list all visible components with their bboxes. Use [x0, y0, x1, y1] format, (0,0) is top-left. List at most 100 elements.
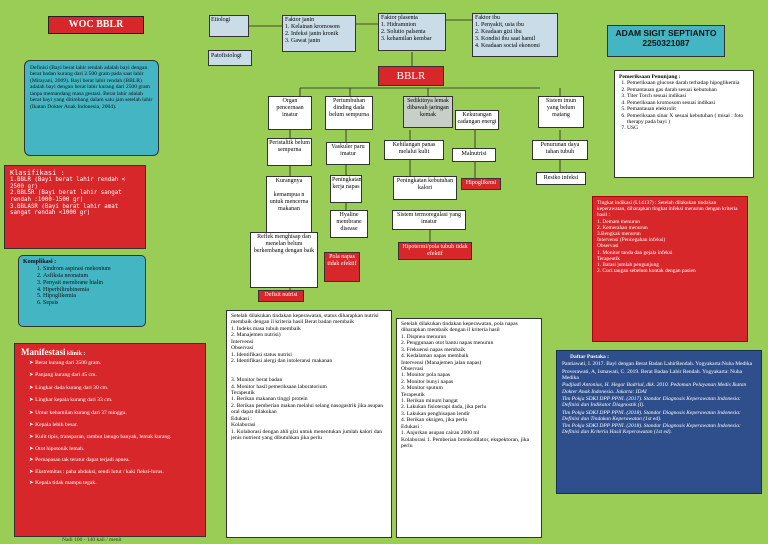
pustaka-item: Pudjiadi Antonius, H. Hegar Badriul, dkk…: [562, 382, 747, 395]
reflek-menghisap-box: Reflek menghisap dan menelan belum berke…: [250, 232, 318, 288]
author-name: ADAM SIGIT SEPTIANTO: [615, 28, 717, 38]
etiologi-label: Etiologi: [211, 17, 231, 23]
peningkatan-kerja-box: Peningkatan kerja napas: [330, 175, 362, 203]
manifestasi-list: ➤ Berat kurang dari 2500 gram. ➤ Panjang…: [21, 360, 199, 487]
sistem-termoregulasi: Sistem termoregulasi yang imatur: [397, 212, 461, 225]
etiologi-label-box: Etiologi: [209, 15, 249, 37]
hyaline-membrane: Hyaline membrane disease: [336, 212, 362, 232]
title-box: WOC BBLR: [48, 16, 144, 34]
manifestasi-item: ➤ Ekstremitas : paha abduksi, sendi lutu…: [29, 468, 164, 475]
kehilangan-panas-box: Kehilangan panas melalui kulit: [384, 140, 444, 160]
pemeriksaan-box: Pemeriksaan Penunjang : Pemeriksaan gluc…: [614, 70, 754, 178]
peristaltik-box: Peristaltik belum sempurna: [267, 138, 312, 166]
pemeriksaan-item: Pemeriksaan sinar X sesuai kebutuhan ( m…: [627, 113, 749, 126]
vaskuler-paru: Vaskuler paru imatur: [331, 144, 365, 157]
pustaka-item: Tim Pokja SDKI DPP PPNI. (2017). Standar…: [562, 395, 741, 409]
manifestasi-item: ➤ Berat kurang dari 2500 gram.: [29, 359, 102, 366]
manifestasi-box: Manifestasi klinik : ➤ Berat kurang dari…: [14, 343, 206, 537]
manifestasi-subtitle: klinik :: [66, 351, 86, 357]
manifestasi-heading: Manifestasi klinik :: [21, 347, 199, 358]
faktor-plasenta-box: Faktor plasenta 1. Hidramnion 2. Solutio…: [378, 13, 446, 51]
klasifikasi-box: Klasifikasi : 1.BBLR (Bayi berat lahir r…: [4, 165, 146, 249]
komplikasi-item: Sepsis: [43, 300, 141, 307]
author-box: ADAM SIGIT SEPTIANTO 2250321087: [607, 25, 725, 57]
komplikasi-list: Sindrom aspirasi mekonium Asfiksia neona…: [23, 266, 141, 307]
definisi-text: Definisi (Bayi berat lahir rendah adalah…: [30, 65, 153, 110]
komplikasi-item: Penyait membrane hialin: [43, 280, 141, 287]
komplikasi-item: Hipoglikemia: [43, 293, 141, 300]
pustaka-box: Daftar Pustaka : Pantiawati, I. 2017. Ba…: [556, 350, 762, 494]
kekurangan-energi: Kekurangan cadangan energi: [457, 112, 497, 125]
peningkatan-kebutuhan-box: Peningkatan kebutuhan kalori: [393, 176, 457, 200]
faktor-plasenta-1: 1. Hidramnion: [381, 21, 416, 28]
pustaka-item: Pantiawati, I. 2017. Bayi dengan Berat B…: [562, 361, 753, 368]
manifestasi-item: ➤ Otot hipotonik lemah.: [29, 445, 85, 452]
faktor-janin-1: 1. Kelainan kromosom: [285, 23, 340, 30]
patofisiologi-box: Patofisiologi: [208, 50, 252, 66]
intervensi-infeksi-box: Tingkat indikasi (L14137) : Setelah dila…: [592, 196, 748, 342]
pustaka-item: Proverawati, A, Ismawati, C. 2019. Berat…: [562, 368, 743, 381]
pertumbuhan-box: Pertumbuhan dinding dada belum sempurna: [325, 96, 373, 130]
komplikasi-item: Sindrom aspirasi mekonium: [43, 266, 141, 273]
faktor-janin-3: 3. Gawat janin: [285, 37, 321, 44]
manifestasi-item: ➤ Kepala tidak mampu tegak.: [29, 480, 97, 487]
hipoglikemi: Hipoglikemi: [465, 180, 497, 186]
hyaline-box: Hyaline membrane disease: [330, 210, 368, 238]
pola-napas-tidak-efektif: Pola napas tidak efektif: [327, 254, 357, 267]
peningkatan-kerja-napas: Peningkatan kerja napas: [332, 177, 362, 190]
intervensi-nutrisi-text: Setelah dilakukan tindakan keperawatan, …: [231, 313, 384, 442]
faktor-ibu-0: Faktor ibu: [475, 15, 500, 21]
hipoglikemi-box: Hipoglikemi: [461, 178, 501, 190]
pertumbuhan-dinding: Pertumbuhan dinding dada belum sempurna: [329, 98, 369, 118]
manifestasi-title: Manifestasi: [21, 347, 66, 357]
bblr-center-box: BBLR: [378, 66, 444, 86]
pemeriksaan-item: Pemeriksaan glucose darah terhadap hipog…: [627, 80, 749, 86]
organ-pencernaan-box: Organ pencernaan imatur: [268, 96, 312, 130]
resiko-infeksi: Resiko infeksi: [543, 175, 579, 181]
klasifikasi-item-2: 3.BBLASR (Bayi berat lahir amat sangat r…: [10, 203, 122, 217]
pustaka-item: Tim Pokja SDKI DPP PPNI. (2018). Standar…: [562, 409, 741, 422]
sistem-imun: Sistem imun yang belum matang: [545, 98, 577, 118]
penurunan-daya-box: Penurunan daya tahan tubuh: [532, 140, 588, 160]
defisit-nutrisi-box: Defisit nutrisi: [258, 290, 304, 302]
resiko-infeksi-box: Resiko infeksi: [536, 172, 586, 185]
termoregulasi-box: Sistem termoregulasi yang imatur: [392, 210, 466, 230]
pustaka-item: Tim Pokja SDKI DPP PPNI. (2018). Standar…: [562, 423, 741, 436]
pemeriksaan-list: Pemeriksaan glucose darah terhadap hipog…: [619, 80, 749, 131]
pustaka-title: Daftar Pustaka :: [570, 354, 610, 360]
komplikasi-item: Asfiksia neonatum: [43, 273, 141, 280]
pemeriksaan-item: Pemantauan gas darah sesuai kebutuhan: [627, 87, 749, 93]
vaskuler-paru-box: Vaskuler paru imatur: [326, 142, 370, 165]
klasifikasi-item-0: 1.BBLR (Bayi berat lahir rendah < 2500 g…: [10, 177, 129, 190]
manifestasi-item: ➤ Lingkar kepala kurang dari 33 cm.: [29, 397, 113, 404]
manifestasi-item: ➤ Panjang kurang dari 45 cm.: [29, 372, 97, 379]
peningkatan-kebutuhan-kalori: Peningkatan kebutuhan kalori: [396, 178, 454, 191]
kekurangan-energi-box: Kekurangan cadangan energi: [455, 110, 499, 130]
faktor-ibu-1: 1. Penyakit, usia ibu: [475, 21, 524, 28]
pemeriksaan-title: Pemeriksaan Penunjang :: [619, 74, 681, 80]
manifestasi-item: ➤ Kepala lebih besar.: [29, 422, 78, 428]
komplikasi-box: Komplikasi : Sindrom aspirasi mekonium A…: [18, 255, 146, 327]
sistem-imun-box: Sistem imun yang belum matang: [538, 96, 584, 128]
patofisiologi-label: Patofisiologi: [211, 53, 242, 59]
pola-napas-box: Pola napas tidak efektif: [324, 252, 360, 282]
peristaltik: Peristaltik belum sempurna: [269, 140, 310, 153]
manifestasi-item: ➤ Lingkar dada kurang dari 30 cm.: [29, 384, 109, 391]
faktor-ibu-2: 2. Keadaan gizi ibu: [475, 28, 522, 35]
intervensi-napas-box: Setelah dilakukan tindakan keperawatan, …: [396, 318, 542, 538]
klasifikasi-title: Klasifikasi :: [10, 169, 65, 177]
intervensi-nutrisi-box: Setelah dilakukan tindakan keperawatan, …: [226, 310, 392, 538]
penurunan-daya-tahan: Penurunan daya tahan tubuh: [540, 142, 580, 155]
intervensi-infeksi-text: Tingkat indikasi (L14137) : Setelah dila…: [597, 200, 738, 275]
faktor-ibu-4: 4. Keadaan social ekonomi: [475, 42, 540, 49]
malnutrisi: Malnutrisi: [461, 151, 487, 157]
pemeriksaan-item: Titer Torch sesuai indikasi: [627, 93, 749, 99]
author-nim: 2250321087: [642, 37, 690, 48]
manifestasi-footer: Nadi 100 - 140 kali / menit: [62, 537, 122, 543]
defisit-nutrisi: Defisit nutrisi: [264, 292, 298, 298]
manifestasi-item: ➤ Umur kehamilan kurang dari 37 minggu.: [29, 409, 127, 416]
hipotermi-box: Hipotermi/pola tubuh tidak efektif: [398, 242, 472, 260]
komplikasi-title: Komplikasi :: [23, 259, 57, 265]
klasifikasi-item-1: 2.BBLSR (Bayi berat lahir sangat rendah …: [10, 190, 126, 204]
faktor-janin-box: Faktor janin 1. Kelainan kromosom 2. Inf…: [282, 15, 356, 52]
